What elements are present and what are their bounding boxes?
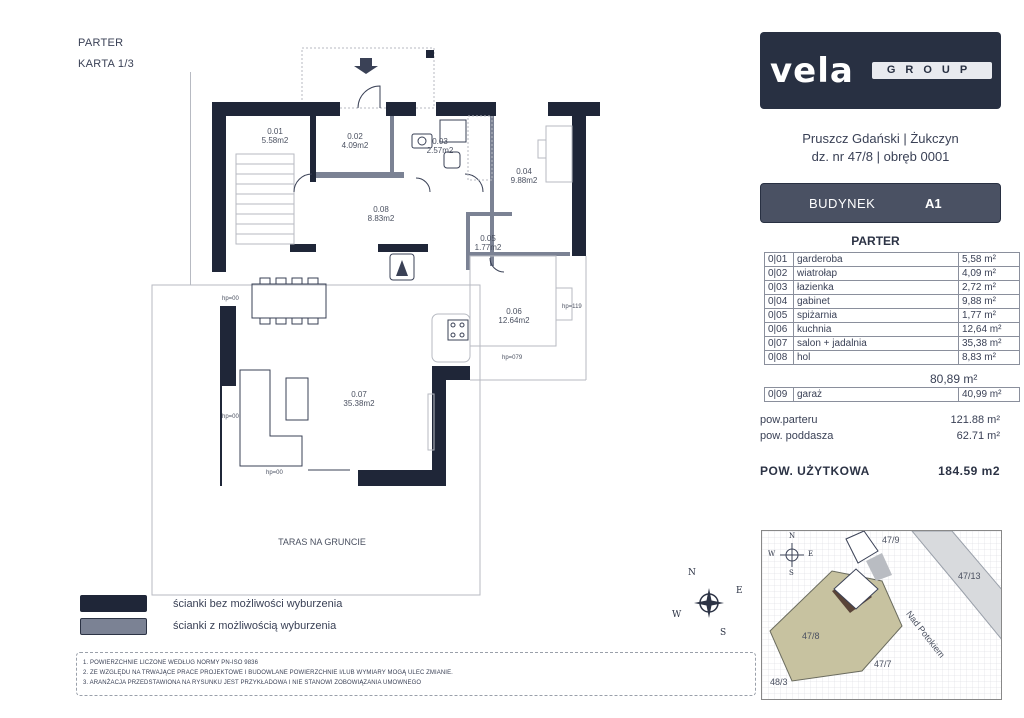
usable-area-label: POW. UŻYTKOWA xyxy=(760,464,870,478)
ground-area-label: pow.parteru xyxy=(760,414,818,426)
brand-group: GROUP xyxy=(872,62,992,79)
rooms-subtotal: 80,89 m² xyxy=(930,372,978,386)
note-1: 1. POWIERZCHNIE LICZONE WEDŁUG NORMY PN-… xyxy=(83,660,259,666)
hp-label: hp=079 xyxy=(502,355,523,361)
location-line2: dz. nr 47/8 | obręb 0001 xyxy=(811,149,950,164)
compass-n: N xyxy=(688,568,696,578)
map-plot-s: 47/7 xyxy=(874,659,892,669)
map-compass-e: E xyxy=(808,550,814,558)
building-bar: BUDYNEK A1 xyxy=(760,183,1001,223)
hp-label: hp=00 xyxy=(222,296,239,302)
entrance-arrow-icon xyxy=(354,58,378,74)
building-label: BUDYNEK xyxy=(809,196,876,211)
compass-icon xyxy=(694,588,724,618)
map-compass-n: N xyxy=(789,532,796,540)
attic-area-label: pow. poddasza xyxy=(760,430,834,442)
card-label: KARTA 1/3 xyxy=(78,58,135,70)
note-2: 2. ZE WZGLĘDU NA TRWAJĄCE PRACE PROJEKTO… xyxy=(83,670,453,676)
map-compass-w: W xyxy=(768,550,776,558)
map-plot-n: 47/9 xyxy=(882,535,900,545)
hp-label: hp=119 xyxy=(562,304,582,310)
compass-w: W xyxy=(672,610,682,620)
hp-label: hp=00 xyxy=(266,470,283,476)
wall-right xyxy=(572,116,586,256)
note-3: 3. ARANŻACJA PRZEDSTAWIONA NA RYSUNKU JE… xyxy=(83,680,422,686)
attic-area-value: 62.71 m² xyxy=(956,430,1000,442)
compass-e: E xyxy=(736,586,743,596)
map-plot-main: 47/8 xyxy=(802,631,820,641)
notes-box: 1. POWIERZCHNIE LICZONE WEDŁUG NORMY PN-… xyxy=(76,652,756,696)
hp-label: hp=00 xyxy=(222,414,239,420)
legend-fixed-walls: ścianki bez możliwości wyburzenia xyxy=(173,598,343,610)
building-value: A1 xyxy=(925,196,942,211)
legend-removable-walls: ścianki z możliwością wyburzenia xyxy=(173,620,337,632)
usable-area-value: 184.59 m2 xyxy=(938,464,1000,478)
dining-table xyxy=(251,283,327,319)
wall-left xyxy=(212,102,226,272)
location: Pruszcz Gdański | Żukczyn dz. nr 47/8 | … xyxy=(760,130,1001,166)
rooms-table-title: PARTER xyxy=(851,234,900,248)
legend-swatch-removable xyxy=(80,618,147,635)
ground-area-value: 121.88 m² xyxy=(950,414,1000,426)
compass-s: S xyxy=(720,628,727,638)
location-line1: Pruszcz Gdański | Żukczyn xyxy=(802,131,959,146)
floor-label: PARTER xyxy=(78,37,124,49)
site-map: N W E S 47/9 47/13 47/8 47/7 48/3 Nad Po… xyxy=(761,530,1002,700)
brand-logo: vela GROUP xyxy=(760,32,1001,109)
legend-swatch-fixed xyxy=(80,595,147,612)
map-compass-s: S xyxy=(789,569,794,577)
map-plot-e: 47/13 xyxy=(958,571,981,581)
terrace-label: TARAS NA GRUNCIE xyxy=(278,537,366,547)
wall-top-left xyxy=(212,102,282,116)
terrace-area xyxy=(151,284,481,596)
street-road xyxy=(911,531,1001,640)
brand-word: vela xyxy=(770,51,854,91)
floor-plan xyxy=(151,47,600,596)
map-plot-sw: 48/3 xyxy=(770,677,788,687)
entrance-canopy xyxy=(301,47,435,109)
